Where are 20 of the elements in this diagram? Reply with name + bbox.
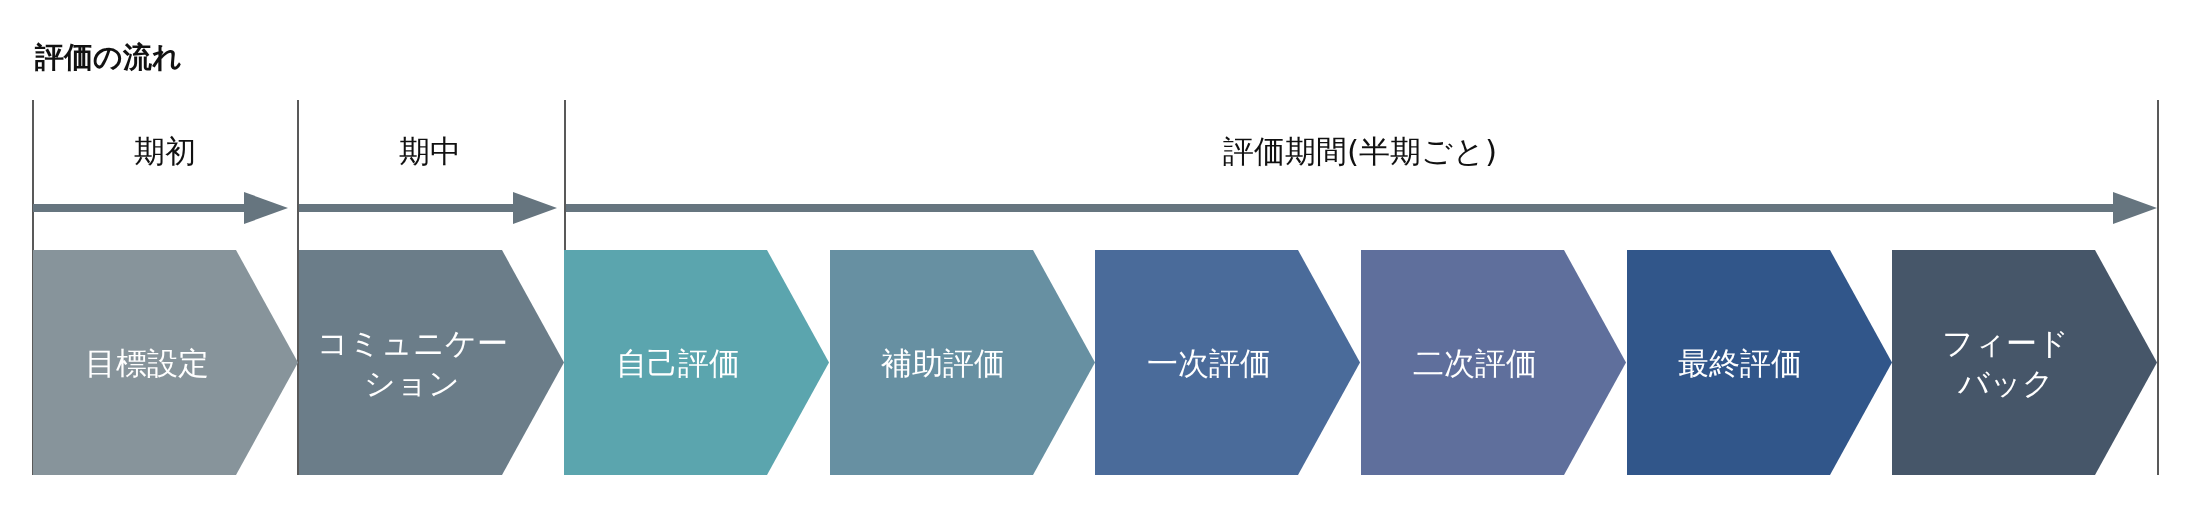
step-label: 目標設定 xyxy=(83,343,210,383)
process-step xyxy=(298,250,564,475)
phase-label: 期初 xyxy=(134,132,196,171)
step-label: 補助評価 xyxy=(880,343,1007,383)
step-label: 最終評価 xyxy=(1677,343,1804,383)
phase-label: 期中 xyxy=(399,132,461,171)
step-label: 一次評価 xyxy=(1145,343,1272,383)
process-step xyxy=(1626,250,1892,475)
step-label: 自己評価 xyxy=(614,343,741,383)
process-step xyxy=(1361,250,1626,475)
process-step xyxy=(1892,250,2158,475)
process-step xyxy=(1095,250,1361,475)
step-label: コミュニケーション xyxy=(315,323,509,403)
process-step xyxy=(829,250,1095,475)
step-label: 二次評価 xyxy=(1411,343,1538,383)
step-label: フィードバック xyxy=(1941,323,2071,403)
process-step xyxy=(564,250,830,475)
title: 評価の流れ xyxy=(35,39,182,76)
phase-label: 評価期間(半期ごと) xyxy=(1222,132,1498,171)
process-step xyxy=(33,250,298,475)
